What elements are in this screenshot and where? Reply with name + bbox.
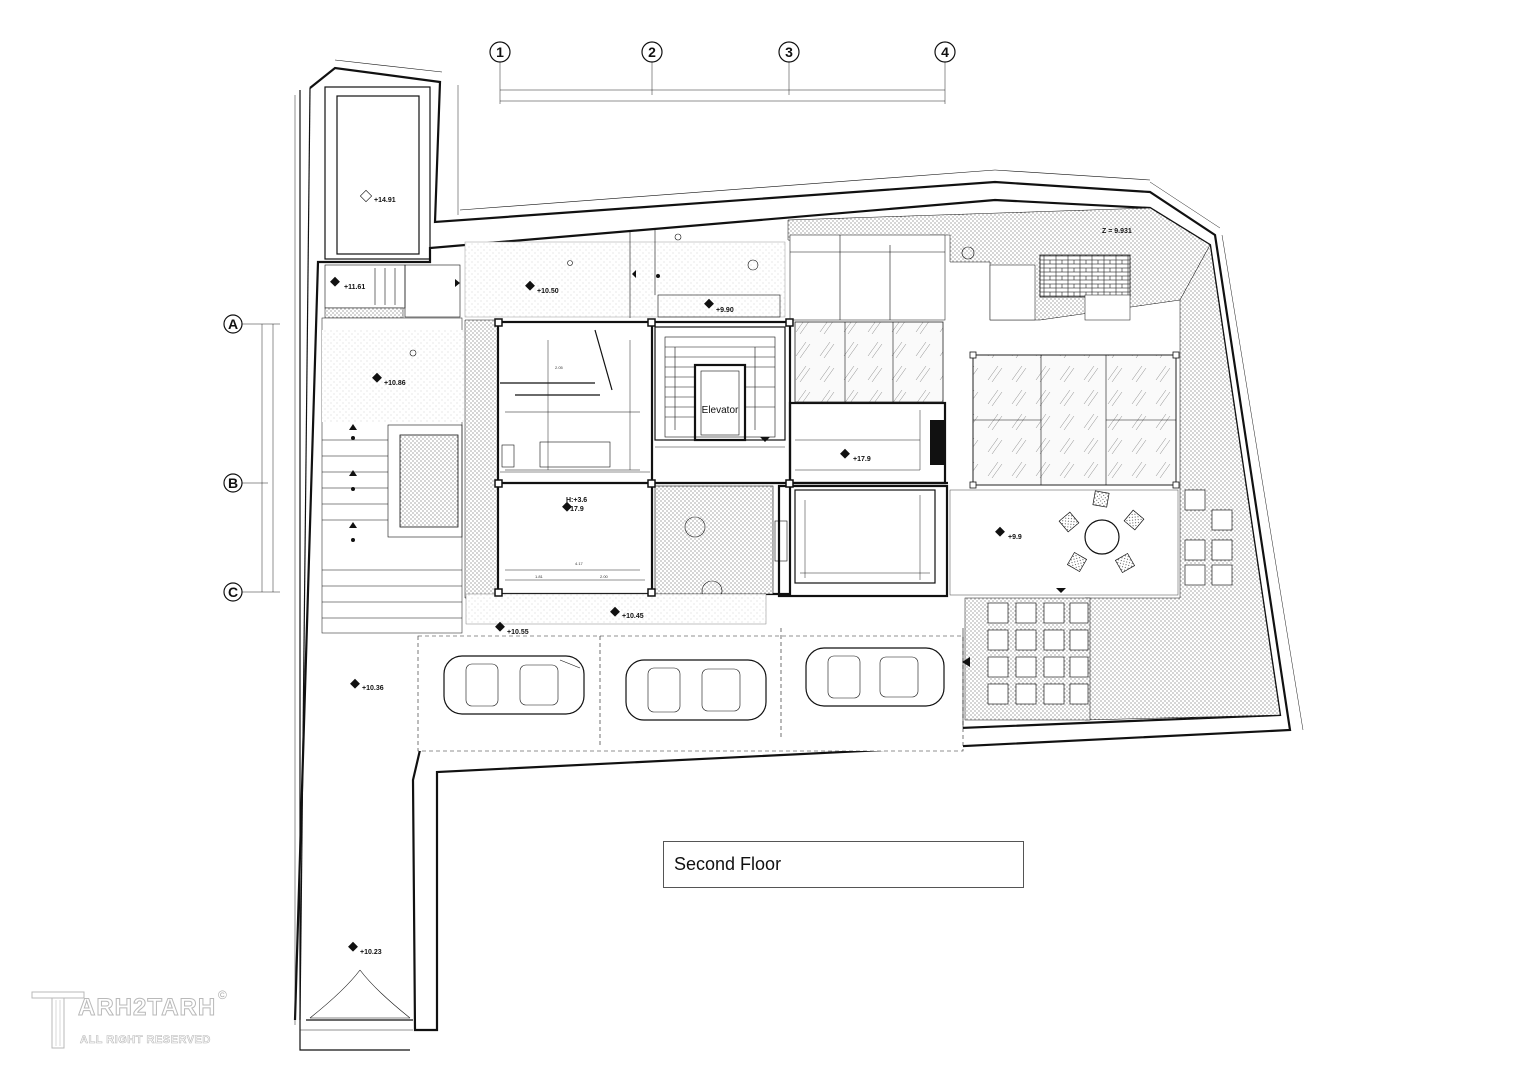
grid-label-4: 4 — [941, 44, 949, 60]
boundary-dimensions — [294, 85, 1304, 1025]
level-east-room: +17.9 — [853, 456, 871, 463]
elevator-label: Elevator — [702, 405, 739, 416]
svg-text:2.05: 2.05 — [555, 365, 564, 370]
svg-text:4.17: 4.17 — [575, 561, 584, 566]
level-entry-b: +10.45 — [622, 613, 644, 620]
small-room — [324, 264, 461, 319]
grid-label-C: C — [228, 584, 238, 600]
grid-label-B: B — [228, 475, 238, 491]
structural-columns — [494, 318, 794, 597]
east-room — [795, 410, 930, 580]
car-2 — [625, 659, 767, 721]
car-1 — [443, 655, 585, 715]
living-interior: 2.05 1.81 2.00 4.17 — [500, 329, 650, 581]
level-pool: +14.91 — [374, 197, 396, 204]
level-left-court: +10.86 — [384, 380, 406, 387]
grid-label-2: 2 — [648, 44, 656, 60]
level-living: +17.9 — [566, 506, 584, 513]
grid-bubble-3 — [778, 41, 800, 63]
z-label: Z = 9.931 — [1102, 228, 1132, 235]
watermark-logo-icon — [31, 991, 85, 1049]
grid-bubbles — [223, 41, 956, 602]
site-boundary — [293, 59, 1292, 1051]
level-driveway: +10.36 — [362, 685, 384, 692]
grid-bubble-4 — [934, 41, 956, 63]
left-court — [321, 317, 464, 634]
drawing-title: Second Floor — [674, 854, 782, 874]
grid-bubble-A — [223, 314, 243, 334]
ne-garden — [787, 207, 1211, 321]
level-gate: +10.23 — [360, 949, 382, 956]
parking — [417, 628, 970, 752]
stair-core — [654, 326, 786, 448]
level-marker-pool — [359, 189, 373, 203]
level-stair-landing: +9.90 — [716, 307, 734, 314]
car-3 — [805, 647, 945, 707]
grid-bubble-1 — [489, 41, 511, 63]
watermark: ARH2TARH ALL RIGHT RESERVED © — [30, 988, 235, 1052]
pool — [324, 86, 431, 260]
watermark-copyright: © — [218, 988, 227, 1002]
level-yard-north: +10.50 — [537, 288, 559, 295]
grid-label-A: A — [228, 316, 238, 332]
drawing-title-box: Second Floor — [663, 841, 1024, 888]
grid-bubble-C — [223, 582, 243, 602]
grid-bubble-2 — [641, 41, 663, 63]
grid-label-3: 3 — [785, 44, 793, 60]
level-entry-a: +10.55 — [507, 629, 529, 636]
north-yard — [464, 230, 786, 318]
grid-axes — [242, 62, 946, 593]
watermark-brand: ARH2TARH — [77, 994, 217, 1022]
se-paving — [964, 597, 1091, 721]
glass-canopy — [794, 321, 1180, 489]
terrace — [949, 489, 1179, 596]
grid-label-1: 1 — [496, 44, 504, 60]
level-living-height: H:+3.6 — [566, 497, 587, 504]
level-small-room: +11.61 — [344, 284, 365, 291]
main-building-walls — [465, 320, 949, 625]
svg-text:1.81: 1.81 — [535, 574, 544, 579]
level-terrace: +9.9 — [1008, 534, 1022, 541]
stepping-stones — [1184, 489, 1233, 586]
grid-bubble-B — [223, 473, 243, 493]
watermark-subtitle: ALL RIGHT RESERVED — [80, 1034, 211, 1047]
gate — [300, 969, 413, 1031]
svg-text:2.00: 2.00 — [600, 574, 609, 579]
